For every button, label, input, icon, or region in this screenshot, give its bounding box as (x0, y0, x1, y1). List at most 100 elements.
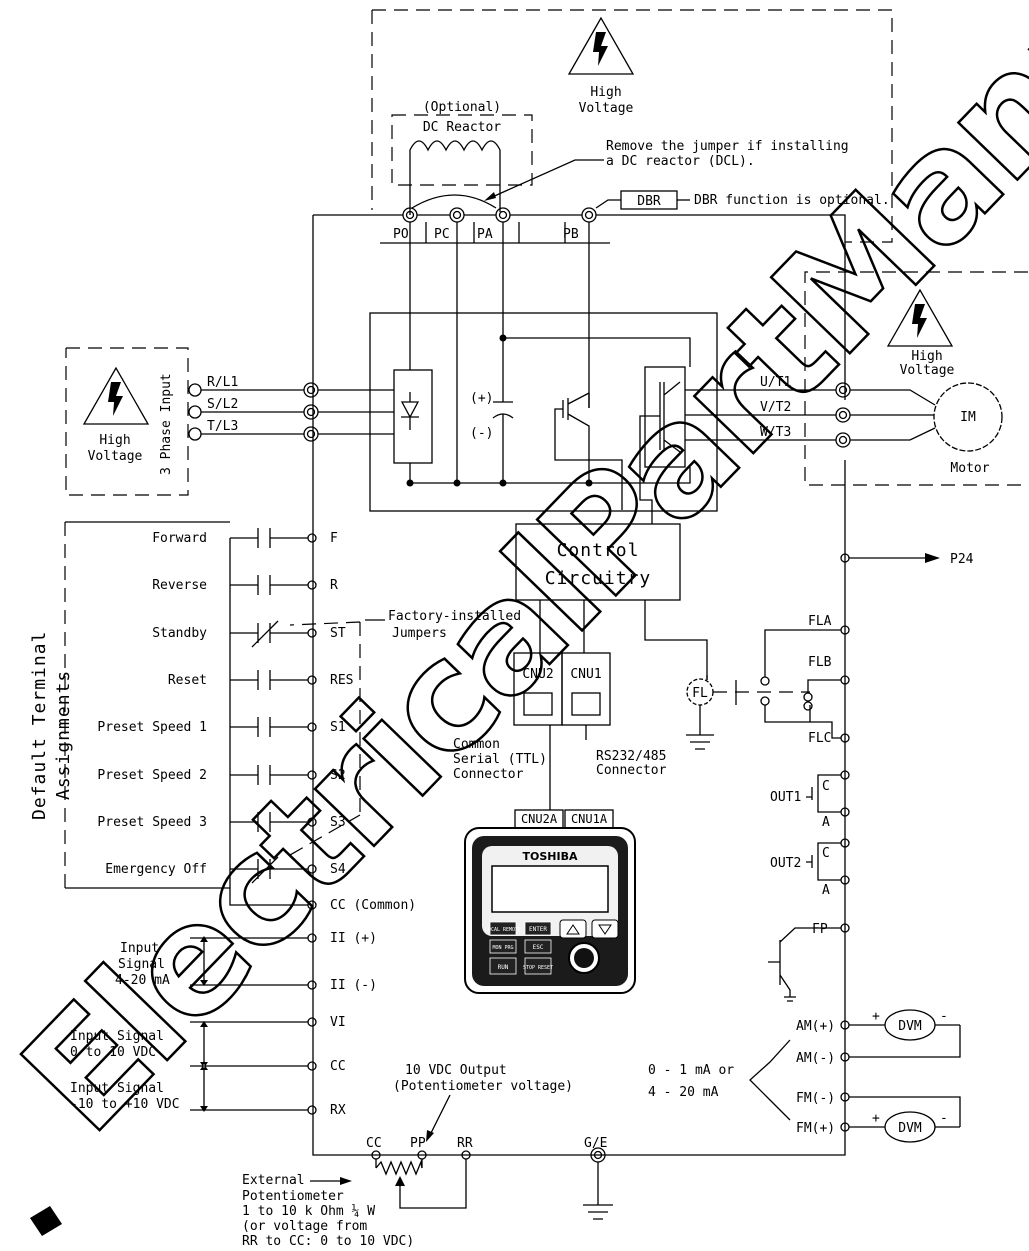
dbr-note: DBR function is optional. (694, 193, 890, 208)
jumpers-label: Factory-installed (388, 609, 521, 624)
key-up[interactable] (559, 919, 587, 939)
cc-common-label: CC (Common) (330, 898, 416, 913)
high-voltage-label: Voltage (900, 363, 955, 378)
key-down[interactable] (591, 919, 619, 939)
terminal-pa (495, 207, 511, 223)
rectifier-bridge (393, 369, 433, 464)
assignment-name: Reverse (152, 578, 207, 593)
jumper-note-leader (489, 159, 604, 199)
rs232-label: Connector (596, 763, 667, 778)
input-terminal-r: R/L1 (207, 375, 238, 390)
svg-text:A: A (822, 883, 830, 898)
rs232-label: RS232/485 (596, 749, 666, 764)
common-serial-label: Serial (TTL) (453, 752, 547, 767)
assignment-name: Forward (152, 531, 207, 546)
potentiometer-symbol (375, 1159, 423, 1176)
dc-reactor-coil (409, 140, 501, 215)
dc-reactor-label: DC Reactor (423, 120, 501, 135)
key-mon-prg[interactable] (489, 939, 517, 954)
terminal-assignments: Default Terminal Assignments Factory-ins… (29, 521, 521, 913)
voltage-signal-label: Input Signal (70, 1029, 164, 1044)
svg-text:+: + (872, 1111, 880, 1126)
ii-minus-label: II (-) (330, 978, 377, 993)
flb-label: FLB (808, 655, 832, 670)
keypad-unit: CNU2A CNU1A TOSHIBA LOCAL REMOTE ENTER M… (464, 725, 636, 994)
out2-label: OUT2 (770, 856, 801, 871)
meter-outputs: AM(+) AM(-) FM(-) FM(+) DVM DVM + - + - … (648, 1009, 961, 1143)
cnu1-label: CNU1 (570, 667, 601, 682)
svg-text:A: A (822, 815, 830, 830)
jumper-note: Remove the jumper if installing (606, 139, 849, 154)
assignment-terminal: R (330, 578, 338, 593)
out1-label: OUT1 (770, 790, 801, 805)
svg-text:IM: IM (960, 410, 976, 425)
high-voltage-label: Voltage (579, 101, 634, 116)
svg-text:C: C (822, 779, 830, 794)
fp-label: FP (812, 922, 828, 937)
fm-minus-label: FM(-) (796, 1091, 835, 1106)
key-esc[interactable] (524, 939, 552, 954)
svg-text:MON PRG: MON PRG (492, 945, 513, 951)
pot-note: RR to CC: 0 to 10 VDC) (242, 1234, 414, 1249)
dc-section: High Voltage (Optional) DC Reactor Remov… (371, 9, 893, 244)
vi-label: VI (330, 1015, 346, 1030)
am-plus-label: AM(+) (796, 1019, 835, 1034)
arrow-up-icon (566, 924, 580, 935)
pot-output-label: 10 VDC Output (405, 1063, 507, 1078)
pot-rr-label: RR (457, 1136, 473, 1151)
flc-label: FLC (808, 731, 831, 746)
analog-inputs: II (+) II (-) VI CC RX Input Signal 4-20… (70, 931, 377, 1118)
dc-reactor-optional-label: (Optional) (423, 100, 501, 115)
circuitry-label: Circuitry (545, 568, 652, 589)
input-section: High Voltage 3 Phase Input R/L1 S/L2 T/L… (65, 347, 394, 496)
jumpers-label: Jumpers (392, 626, 447, 641)
svg-text:DVM: DVM (898, 1019, 922, 1034)
ground-icon (583, 1162, 613, 1220)
control-circuitry-box (515, 523, 681, 601)
pot-pp-label: PP (410, 1136, 426, 1151)
ge-label: G/E (584, 1136, 607, 1151)
assignment-terminal: S4 (330, 862, 346, 877)
current-signal-label: Input (120, 941, 159, 956)
assignment-terminal: ST (330, 626, 346, 641)
motor-label: Motor (950, 461, 989, 476)
key-run[interactable] (489, 957, 517, 975)
output-terminal-u: U/T1 (760, 375, 791, 390)
svg-text:ENTER: ENTER (529, 926, 547, 933)
pot-note: External (242, 1173, 305, 1188)
output-section: High Voltage U/T1 V/T2 W/T3 IM Motor (685, 271, 1028, 486)
terminal-label-pa: PA (477, 227, 493, 242)
svg-text:STOP RESET: STOP RESET (523, 965, 553, 971)
terminal-pc (449, 207, 465, 223)
high-voltage-label: Voltage (88, 449, 143, 464)
key-stop-reset[interactable] (524, 957, 552, 975)
assignment-name: Reset (168, 673, 207, 688)
motor-symbol (933, 382, 1003, 452)
keypad-display (491, 865, 609, 913)
control-label: Control (557, 540, 640, 561)
input-terminal-s: S/L2 (207, 397, 238, 412)
svg-text:ESC: ESC (533, 944, 544, 951)
control-section: Control Circuitry CNU2 CNU1 Common Seria… (453, 523, 974, 782)
cc-label: CC (330, 1059, 346, 1074)
p24-label: P24 (950, 552, 974, 567)
pot-note: Potentiometer (242, 1189, 344, 1204)
dvm-meter-fm (884, 1111, 936, 1143)
current-signal-label: Signal (118, 957, 165, 972)
rx-label: RX (330, 1103, 346, 1118)
assignments-title: Assignments (53, 670, 74, 800)
assignment-row: Reverse R (152, 575, 338, 595)
svg-text:LOCAL REMOTE: LOCAL REMOTE (485, 927, 521, 933)
cnu1a-label: CNU1A (571, 812, 608, 826)
fm-plus-label: FM(+) (796, 1121, 835, 1136)
key-enter[interactable] (524, 921, 552, 936)
common-serial-label: Connector (453, 767, 524, 782)
meter-range-label: 4 - 20 mA (648, 1085, 719, 1100)
input-terminal-t: T/L3 (207, 419, 238, 434)
key-local-remote[interactable] (489, 921, 517, 936)
